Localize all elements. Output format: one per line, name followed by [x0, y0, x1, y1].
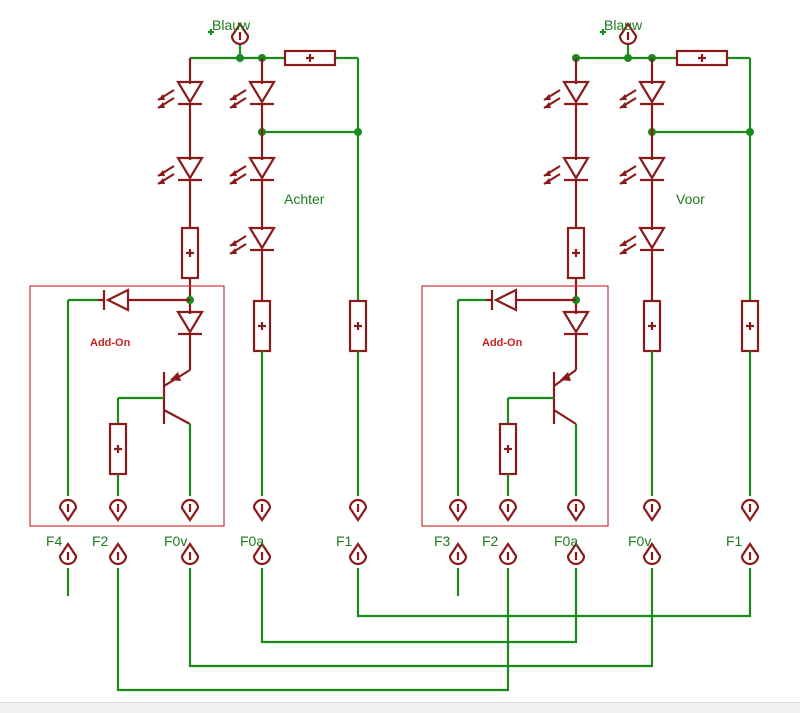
pin-label: F1 — [726, 533, 743, 549]
supply-label: Blauw — [604, 17, 643, 33]
pad — [448, 498, 468, 522]
led-diode — [248, 156, 276, 182]
pin-label: F0a — [554, 533, 578, 549]
led-arrows-icon — [228, 234, 248, 256]
pin-label: F2 — [482, 533, 499, 549]
side-label: Achter — [284, 191, 325, 207]
led-arrows-icon — [156, 88, 176, 110]
resistor — [108, 422, 128, 476]
connector-pad — [448, 542, 468, 566]
pad — [108, 498, 128, 522]
diode — [486, 288, 576, 312]
diode — [562, 310, 590, 336]
led-arrows-icon — [618, 164, 638, 186]
addon-label: Add-On — [90, 337, 131, 349]
pin-label: F0a — [240, 533, 264, 549]
resistor — [642, 299, 662, 353]
pad — [740, 498, 760, 522]
transistor — [508, 369, 578, 496]
led-diode — [562, 80, 590, 106]
addon-box — [421, 285, 609, 527]
pin-label: F1 — [336, 533, 353, 549]
pin-label: F0v — [628, 533, 651, 549]
junction-dot — [236, 54, 244, 62]
pad — [58, 498, 78, 522]
led-diode — [562, 156, 590, 182]
resistor — [740, 299, 760, 353]
pin-label: F0v — [164, 533, 187, 549]
diode — [176, 310, 204, 336]
led-arrows-icon — [542, 88, 562, 110]
pad — [252, 498, 272, 522]
addon-box — [29, 285, 225, 527]
resistor — [675, 49, 729, 67]
interconnect-wires — [116, 568, 752, 692]
led-arrows-icon — [228, 164, 248, 186]
left-circuit: Blauw Achter Add-On — [29, 17, 368, 596]
resistor — [252, 299, 272, 353]
led-diode — [248, 80, 276, 106]
led-diode — [638, 80, 666, 106]
led-diode — [176, 156, 204, 182]
connector-pad — [58, 542, 78, 566]
junction-dot — [354, 128, 362, 136]
resistor — [283, 49, 337, 67]
led-arrows-icon — [156, 164, 176, 186]
pad — [566, 498, 586, 522]
pin-label: F3 — [434, 533, 451, 549]
right-circuit: Blauw Voor Add-On — [421, 17, 760, 596]
pin-label: F4 — [46, 533, 63, 549]
right-pin-labels: F3 F2 F0a F0v F1 — [434, 533, 743, 549]
connector-pad — [498, 542, 518, 566]
resistor — [348, 299, 368, 353]
bottom-strip — [0, 702, 800, 713]
pad — [180, 498, 200, 522]
led-diode — [176, 80, 204, 106]
resistor — [498, 422, 518, 476]
pad — [348, 498, 368, 522]
led-arrows-icon — [542, 164, 562, 186]
left-pin-labels: F4 F2 F0v F0a F1 — [46, 533, 353, 549]
connector-pad — [108, 542, 128, 566]
supply-label: Blauw — [212, 17, 251, 33]
led-arrows-icon — [228, 88, 248, 110]
connector-pad — [740, 542, 760, 566]
led-arrows-icon — [618, 88, 638, 110]
led-diode — [638, 226, 666, 252]
junction-dot — [624, 54, 632, 62]
led-arrows-icon — [618, 234, 638, 256]
pad — [498, 498, 518, 522]
pad — [642, 498, 662, 522]
junction-dot — [746, 128, 754, 136]
connector-pad — [348, 542, 368, 566]
led-diode — [638, 156, 666, 182]
led-diode — [248, 226, 276, 252]
transistor — [118, 369, 192, 496]
side-label: Voor — [676, 191, 705, 207]
addon-label: Add-On — [482, 337, 523, 349]
pin-label: F2 — [92, 533, 109, 549]
diode — [98, 288, 190, 312]
resistor — [566, 226, 586, 280]
resistor — [180, 226, 200, 280]
